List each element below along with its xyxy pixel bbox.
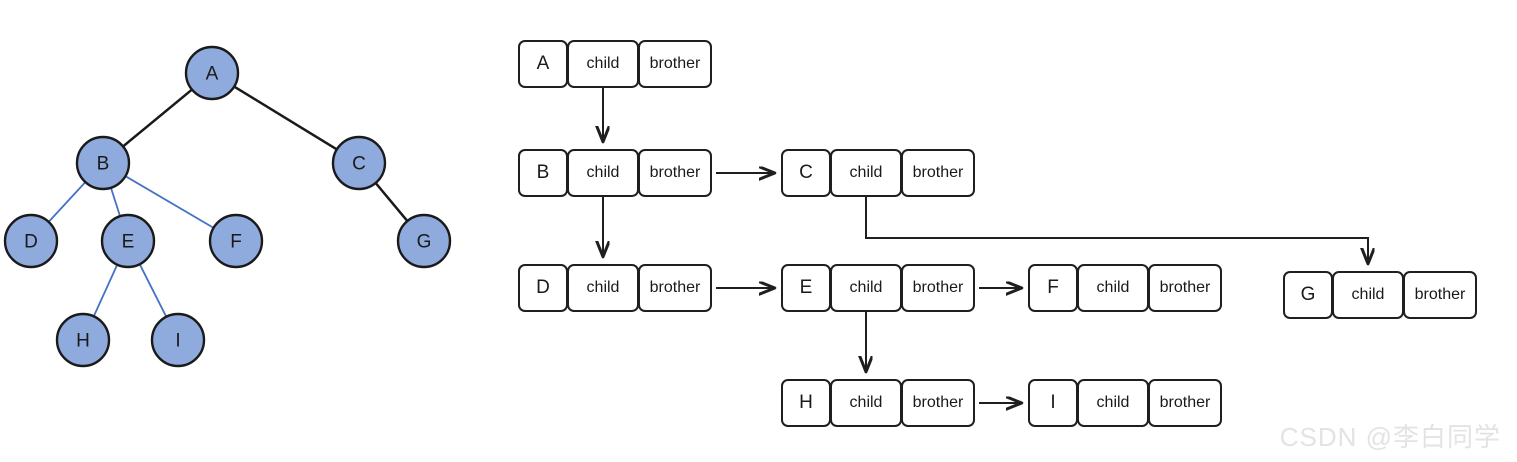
tree-node-label: E [122,232,135,253]
list-node-child-cell: child [567,264,639,312]
tree-node-circle [100,213,156,269]
list-node-brother-cell: brother [638,149,712,197]
tree-node-g[interactable]: G [396,213,452,269]
tree-edge-a-c [231,84,340,152]
list-node-brother-cell: brother [901,379,975,427]
tree-node-b[interactable]: B [75,135,131,191]
tree-node-circle [331,135,387,191]
tree-node-label: A [206,64,219,85]
list-node-brother-cell: brother [1403,271,1477,319]
tree-edge-b-d [46,179,88,225]
list-node-brother-cell: brother [1148,264,1222,312]
tree-node-e[interactable]: E [100,213,156,269]
list-node-key-cell: G [1283,271,1333,319]
list-node-key-cell: D [518,264,568,312]
list-node-key-cell: H [781,379,831,427]
list-node-brother-cell: brother [1148,379,1222,427]
tree-node-label: H [76,331,90,352]
list-node-brother-cell: brother [901,264,975,312]
tree-node-a[interactable]: A [184,45,240,101]
tree-node-f[interactable]: F [208,213,264,269]
list-node-key-cell: B [518,149,568,197]
tree-node-label: F [230,232,242,253]
connector-group [603,88,1368,403]
list-node-child-cell: child [830,149,902,197]
csdn-watermark: CSDN @李白同学 [1279,422,1501,452]
list-node-child-cell: child [1077,264,1149,312]
child-arrow-c-g [865,197,1368,263]
list-node-child-cell: child [1077,379,1149,427]
tree-edge-e-i [137,261,169,320]
list-node-child-cell: child [567,40,639,88]
tree-edge-b-e [109,184,122,220]
list-node-key-cell: F [1028,264,1078,312]
tree-node-label: I [175,331,180,352]
tree-node-i[interactable]: I [150,312,206,368]
list-node-child-cell: child [567,149,639,197]
list-node-brother-cell: brother [638,264,712,312]
tree-edge-b-f [122,174,217,230]
tree-node-label: B [97,154,110,175]
tree-node-label: C [352,154,366,175]
tree-node-circle [184,45,240,101]
tree-node-circle [3,213,59,269]
tree-node-h[interactable]: H [55,312,111,368]
list-node-brother-cell: brother [638,40,712,88]
list-node-child-cell: child [830,379,902,427]
tree-node-circle [75,135,131,191]
list-node-child-cell: child [830,264,902,312]
list-node-child-cell: child [1332,271,1404,319]
tree-node-c[interactable]: C [331,135,387,191]
tree-edge-a-b [120,87,195,149]
tree-node-circle [396,213,452,269]
tree-edge-c-g [373,180,410,224]
tree-node-d[interactable]: D [3,213,59,269]
tree-node-circle [55,312,111,368]
list-node-key-cell: C [781,149,831,197]
tree-node-label: G [417,232,432,253]
list-node-brother-cell: brother [901,149,975,197]
list-node-key-cell: A [518,40,568,88]
list-node-key-cell: I [1028,379,1078,427]
tree-node-label: D [24,232,38,253]
tree-node-circle [208,213,264,269]
tree-edge-group [46,84,410,320]
list-node-key-cell: E [781,264,831,312]
tree-edge-e-h [92,261,119,320]
tree-node-circle [150,312,206,368]
tree-node-group: A B C D E F G H I [3,45,452,368]
